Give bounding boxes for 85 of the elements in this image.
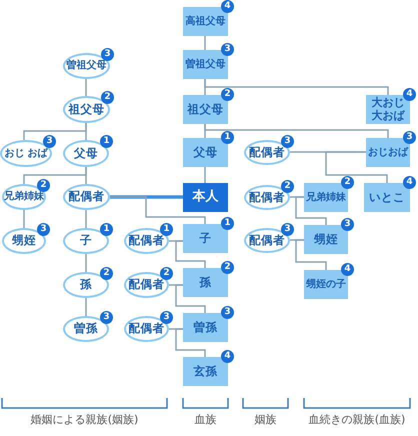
- connector-line: [23, 210, 25, 228]
- relation-label: 甥姪: [12, 234, 36, 248]
- degree-badge: 4: [341, 263, 354, 276]
- degree-badge: 3: [160, 311, 173, 324]
- relation-label: 曽孫: [74, 322, 98, 336]
- degree-badge: 2: [160, 267, 173, 280]
- degree-badge: 1: [221, 131, 234, 144]
- degree-badge: 3: [281, 223, 294, 236]
- relation-label: 曽祖父母: [66, 60, 106, 72]
- relation-label: 曽祖父母: [186, 58, 226, 70]
- degree-badge: 3: [221, 43, 234, 56]
- degree-badge: 3: [100, 311, 113, 324]
- connector-line: [204, 79, 389, 95]
- degree-badge: 4: [221, 0, 234, 13]
- relation-label: 玄孫: [194, 364, 218, 378]
- group-label: 血続きの親族(血族): [308, 412, 406, 427]
- relation-label: おじ おば: [4, 148, 48, 160]
- degree-badge: 3: [37, 223, 50, 236]
- degree-badge: 4: [221, 350, 234, 363]
- connector-line: [295, 196, 327, 225]
- degree-badge: 1: [100, 223, 113, 236]
- degree-badge: 3: [221, 306, 234, 319]
- relation-label: 配偶者: [249, 234, 285, 248]
- degree-badge: 2: [341, 176, 354, 189]
- self-box: [183, 183, 228, 212]
- relation-label: 孫: [200, 276, 212, 290]
- degree-badge: 1: [100, 135, 113, 148]
- relation-label: 配偶者: [128, 278, 164, 292]
- connector-line: [204, 124, 389, 138]
- connector-line: [175, 328, 206, 357]
- degree-badge: 3: [101, 48, 114, 61]
- degree-badge: 3: [341, 218, 354, 231]
- degree-badge: 2: [281, 180, 294, 193]
- connector-line: [204, 36, 206, 50]
- relation-label: 配偶者: [249, 190, 285, 204]
- connector-line: [175, 284, 206, 313]
- relation-label: 兄弟姉妹: [306, 192, 346, 204]
- degree-badge: 4: [403, 88, 416, 101]
- connector-line: [175, 240, 206, 268]
- relation-label: 配偶者: [128, 322, 164, 336]
- group-label: 血族: [194, 412, 218, 427]
- degree-badge: 2: [221, 88, 234, 101]
- relation-label: おじおば: [368, 146, 408, 158]
- relation-label: 本人: [192, 190, 218, 205]
- connector-line: [85, 298, 87, 316]
- degree-badge: 1: [160, 223, 173, 236]
- connector-line: [85, 123, 87, 140]
- relation-label: 配偶者: [68, 190, 104, 204]
- degree-badge: 2: [100, 267, 113, 280]
- relation-label: 子: [80, 234, 92, 248]
- degree-badge: 3: [403, 131, 416, 144]
- degree-badge: 4: [403, 176, 416, 189]
- connector-line: [295, 239, 327, 270]
- relation-label: 配偶者: [128, 234, 164, 248]
- connector-line: [85, 79, 87, 96]
- relation-label: 子: [200, 232, 212, 246]
- degree-badge: 2: [221, 261, 234, 274]
- degree-badge: 3: [43, 135, 56, 148]
- relation-label: 父母: [74, 146, 98, 160]
- relation-label: 曽孫: [194, 320, 218, 334]
- relation-label: 高祖父母: [186, 16, 226, 28]
- group-label: 姻族: [254, 412, 278, 427]
- degree-badge: 3: [281, 135, 294, 148]
- relation-label: 配偶者: [249, 146, 285, 160]
- connector-line: [110, 196, 206, 224]
- degree-badge: 1: [221, 217, 234, 230]
- connector-line: [325, 151, 388, 183]
- relation-label: 父母: [194, 146, 218, 160]
- group-label: 婚姻による親族(姻族): [30, 412, 140, 427]
- connector-line: [85, 210, 87, 228]
- relation-label: いとこ: [369, 190, 405, 204]
- connector-line: [204, 167, 206, 183]
- relation-label: 大おじ大おば: [370, 96, 406, 122]
- connector-line: [85, 254, 87, 272]
- marriage-line: [110, 195, 183, 199]
- relation-label: 甥姪の子: [306, 278, 346, 290]
- connector-line: [85, 167, 87, 184]
- degree-badge: 2: [101, 91, 114, 104]
- in-law-ellipse: [63, 184, 110, 210]
- degree-badge: 2: [37, 179, 50, 192]
- relation-label: 兄弟姉妹: [4, 191, 44, 203]
- relation-label: 甥姪: [314, 232, 338, 246]
- relation-label: 孫: [80, 278, 92, 292]
- relation-label: 祖父母: [68, 102, 104, 116]
- relation-label: 祖父母: [188, 102, 224, 116]
